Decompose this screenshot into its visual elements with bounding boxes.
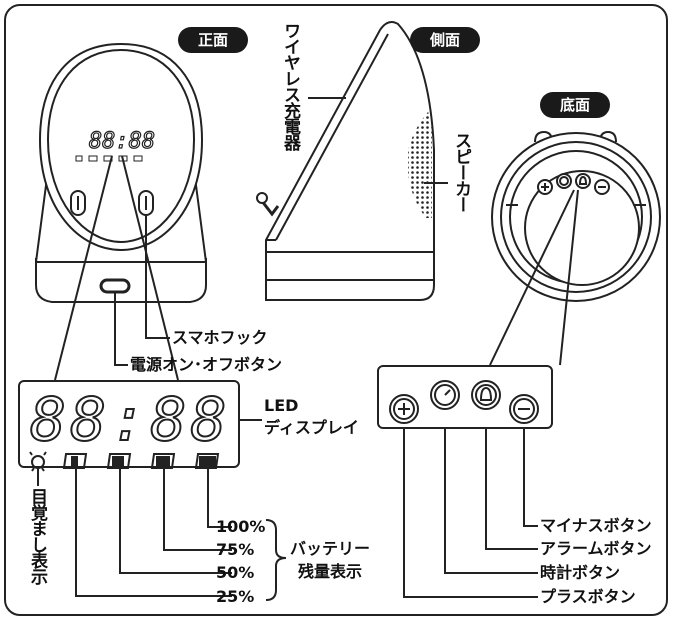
battery-icon [62, 453, 220, 469]
battery-brace [265, 519, 287, 601]
alarm-indicator-label: 目覚まし表示 [27, 488, 47, 584]
mini-clock-digits: 88:88 [89, 129, 155, 154]
alarm-icon [29, 451, 47, 472]
minus-button-label: マイナスボタン [540, 516, 652, 535]
led-display-label-line2: ディスプレイ [264, 418, 359, 437]
led-display-label-line1: LED [264, 396, 299, 415]
leader-lines [37, 97, 579, 598]
alarm-button-label: アラームボタン [540, 539, 652, 558]
battery-25-label: 25% [216, 587, 255, 606]
battery-50-label: 50% [216, 563, 255, 582]
clock-button-label: 時計ボタン [540, 563, 621, 582]
clock-icon [430, 380, 460, 410]
bell-icon [471, 380, 501, 410]
bottom-view-badge: 底面 [540, 92, 610, 118]
side-view-device [256, 21, 435, 301]
led-clock-digits: 88:88 [30, 385, 231, 455]
battery-level-label-line1: バッテリー [290, 539, 371, 558]
wireless-charger-label: ワイヤレス充電器 [280, 22, 300, 150]
phone-hook-label: スマホフック [172, 328, 268, 347]
battery-level-label-line2: 残量表示 [298, 562, 363, 581]
minus-icon [509, 394, 539, 424]
plus-button-label: プラスボタン [540, 587, 636, 606]
battery-75-label: 75% [216, 540, 255, 559]
plus-icon [389, 394, 419, 424]
outer-frame [4, 4, 668, 616]
battery-100-label: 100% [216, 517, 266, 536]
speaker-label: スピーカー [451, 132, 471, 212]
side-view-badge: 側面 [410, 27, 480, 53]
power-button-label: 電源オン･オフボタン [130, 355, 283, 374]
front-view-badge: 正面 [178, 27, 248, 53]
